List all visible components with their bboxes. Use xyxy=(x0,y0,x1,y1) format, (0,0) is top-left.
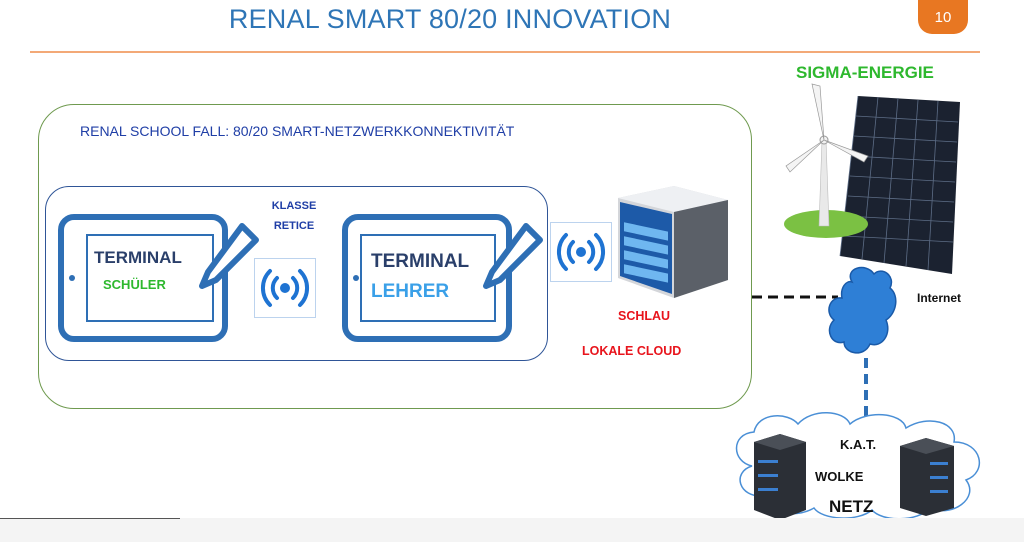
renewable-energy-image xyxy=(784,83,960,274)
school-network-container xyxy=(38,104,752,409)
server-label-smart: SCHLAU xyxy=(618,309,671,323)
tablet-button xyxy=(353,275,359,281)
server-label-local-cloud: LOKALE CLOUD xyxy=(582,344,682,358)
wind-turbine-icon xyxy=(785,83,869,227)
server-icon xyxy=(618,186,728,298)
teacher-screen xyxy=(360,234,496,322)
classroom-container xyxy=(45,186,548,361)
server-icon xyxy=(900,438,954,516)
teacher-terminal-title: TERMINAL xyxy=(371,251,470,272)
stylus-pen-icon xyxy=(199,223,259,289)
footer-line xyxy=(0,518,180,519)
internet-cloud-icon xyxy=(828,266,897,354)
wifi-signal-icon xyxy=(556,233,606,271)
teacher-terminal-subtitle: LEHRER xyxy=(371,281,450,302)
school-network-title: RENAL SCHOOL FALL: 80/20 SMART-NETZWERKK… xyxy=(80,123,515,139)
tablet-button xyxy=(69,275,75,281)
internet-connection xyxy=(752,266,897,422)
stylus-pen-icon xyxy=(483,223,543,289)
student-terminal-subtitle: SCHÜLER xyxy=(103,277,166,292)
student-terminal-title: TERMINAL xyxy=(94,248,182,267)
class-network-label-1: KLASSE xyxy=(271,200,317,212)
page-number-badge: 10 xyxy=(918,0,968,34)
cloud-network-label-1: K.A.T. xyxy=(840,437,877,452)
class-wifi-box xyxy=(254,258,316,318)
cloud-network-label-3: NETZ xyxy=(829,497,874,516)
solar-panel-icon xyxy=(839,95,960,274)
footer-strip xyxy=(0,518,1024,542)
internet-label: Internet xyxy=(917,291,962,305)
server-wifi-box xyxy=(550,222,612,282)
sigma-energy-label: SIGMA-ENERGIE xyxy=(796,63,934,82)
class-network-label-2: RETICE xyxy=(273,220,315,232)
title-divider xyxy=(30,51,980,53)
slide-title: RENAL SMART 80/20 INNOVATION xyxy=(228,4,672,34)
wifi-signal-icon xyxy=(260,269,310,307)
server-icon xyxy=(754,434,806,520)
cloud-network-label-2: WOLKE xyxy=(815,469,864,484)
